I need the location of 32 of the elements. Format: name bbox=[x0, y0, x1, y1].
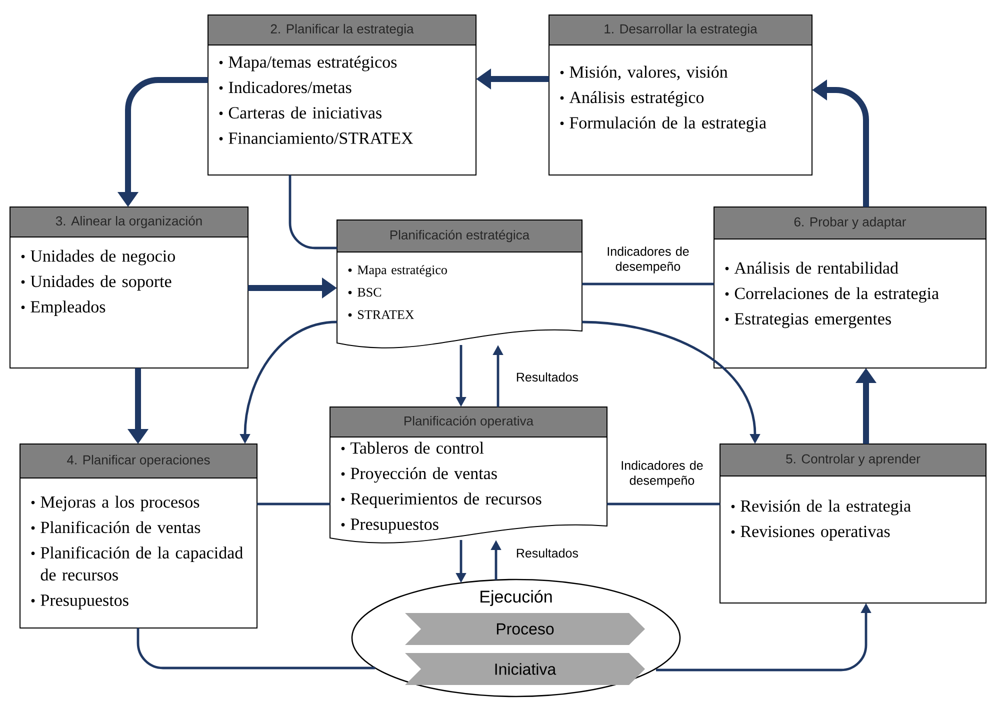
bullet-item: Tableros de control bbox=[341, 442, 484, 454]
bullet-item: Formulación de la estrategia bbox=[560, 116, 766, 132]
bullet-item: Planificación de ventas bbox=[31, 521, 200, 534]
bullet-item: Requerimientos de recursos bbox=[341, 492, 542, 508]
bullet-item: Presupuestos bbox=[31, 594, 128, 610]
bullet-item: Empleados bbox=[21, 300, 106, 316]
bullet-item: Correlaciones de la estrategia bbox=[725, 287, 939, 303]
bullet-item: Estrategias emergentes bbox=[725, 313, 891, 328]
bullet-item: Proyección de ventas bbox=[341, 467, 497, 483]
bullet-item: Revisiones operativas bbox=[731, 526, 890, 541]
edge-label: Indicadores de desempeño bbox=[618, 460, 706, 488]
bullet-item: Presupuestos bbox=[341, 518, 438, 534]
bullet-item: Carteras de iniciativas bbox=[219, 106, 382, 119]
edge-label: Resultados bbox=[510, 371, 584, 383]
bullet-item: Unidades de negocio bbox=[21, 250, 175, 266]
chevron: Iniciativa bbox=[405, 653, 645, 685]
bullet-item: Mapa/temas estratégicos bbox=[219, 56, 397, 72]
bullet-item: Misión, valores, visión bbox=[560, 66, 728, 80]
bullet-item: STRATEX bbox=[348, 310, 414, 320]
bullet-item: Financiamiento/STRATEX bbox=[219, 132, 414, 144]
bullet-item: Indicadores/metas bbox=[219, 81, 352, 94]
bullet-item: Mapa estratégico bbox=[348, 265, 447, 277]
bullet-item: Análisis estratégico bbox=[560, 91, 704, 107]
bullet-item: BSC bbox=[348, 288, 382, 297]
bullet-item: Mejoras a los procesos bbox=[31, 496, 200, 512]
chevron: Proceso bbox=[405, 613, 645, 645]
bullet-item: Unidades de soporte bbox=[21, 275, 172, 291]
bullet-item: Planificación de la capacidad de recursos bbox=[31, 546, 243, 581]
edge-label: Indicadores de desempeño bbox=[604, 246, 692, 274]
edge-label: Resultados bbox=[510, 547, 584, 559]
bullet-item: Revisión de la estrategia bbox=[731, 500, 911, 516]
bullet-item: Análisis de rentabilidad bbox=[725, 262, 898, 274]
